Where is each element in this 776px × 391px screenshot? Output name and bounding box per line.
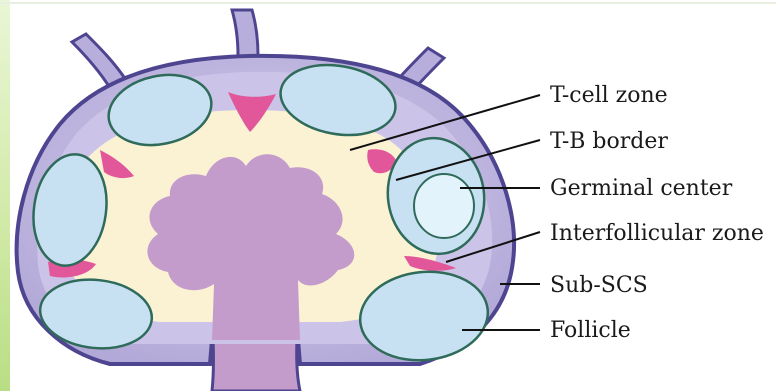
label-follicle: Follicle <box>550 318 631 343</box>
label-t-cell-zone: T-cell zone <box>550 83 668 108</box>
label-sub-scs: Sub-SCS <box>550 273 648 298</box>
label-t-b-border: T-B border <box>550 129 668 154</box>
label-germinal-center: Germinal center <box>550 176 733 201</box>
afferent-vessel-top <box>232 10 258 56</box>
germinal-center <box>414 174 474 238</box>
label-interfollicular-zone: Interfollicular zone <box>550 221 764 246</box>
